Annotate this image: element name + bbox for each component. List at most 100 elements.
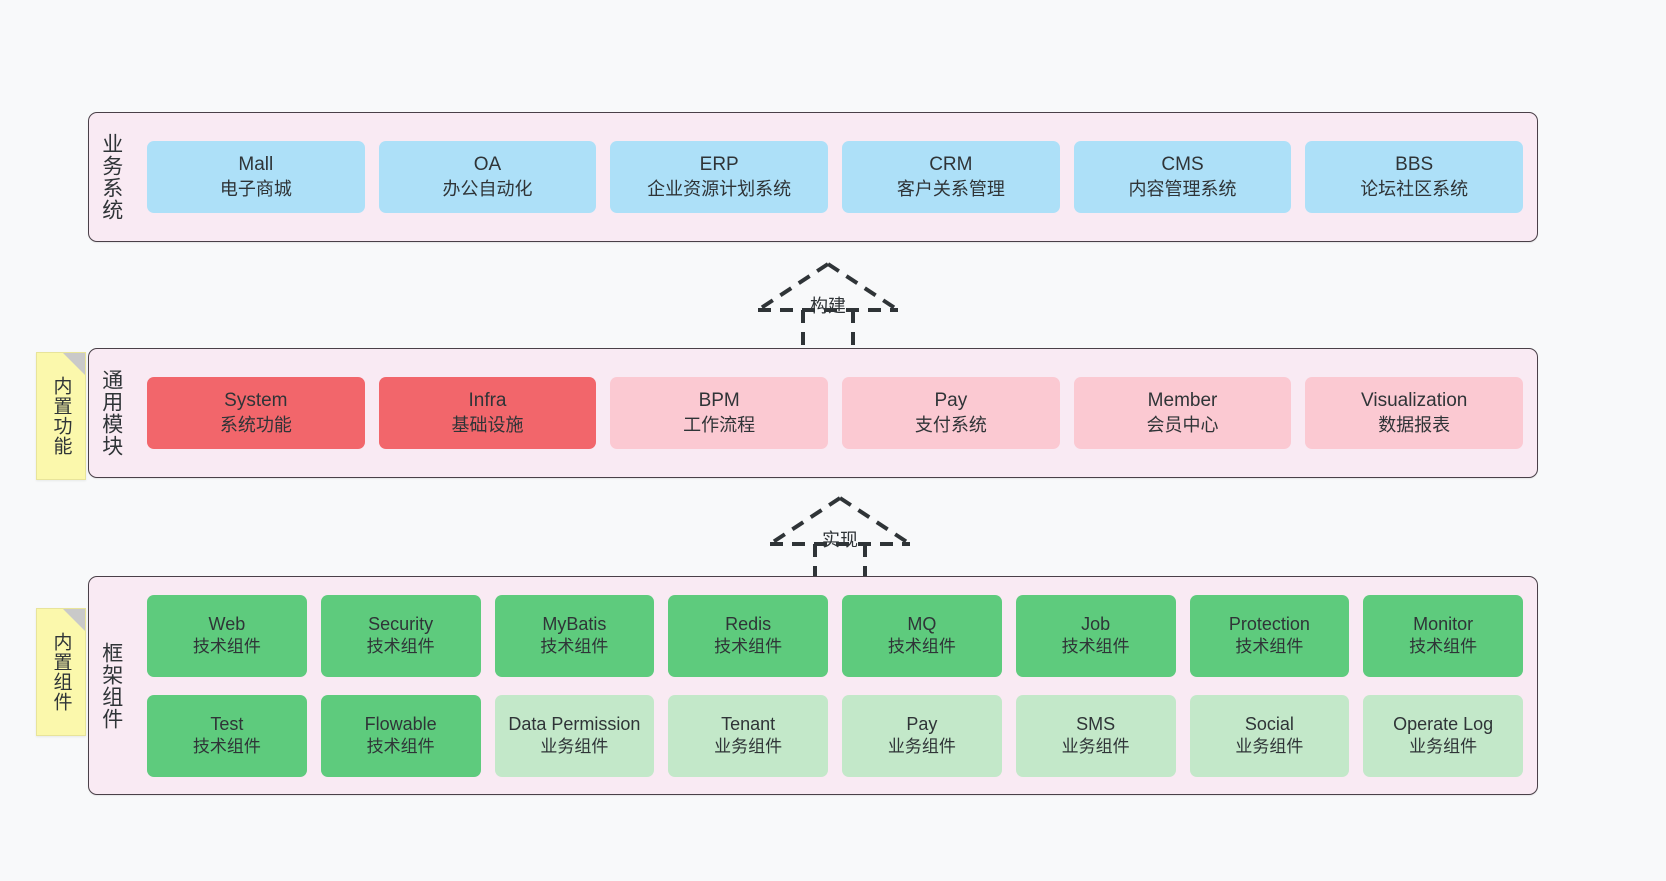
card-subtitle: 内容管理系统: [1128, 178, 1237, 199]
card-subtitle: 业务组件: [1061, 737, 1130, 757]
card-title: Social: [1244, 714, 1294, 735]
card-title: Monitor: [1413, 614, 1474, 635]
component-card-data-permission[interactable]: Data Permission 业务组件: [494, 694, 655, 777]
card-title: Operate Log: [1393, 714, 1494, 735]
card-title: OA: [473, 154, 502, 176]
card-title: BBS: [1395, 154, 1434, 176]
component-card-redis[interactable]: Redis 技术组件: [668, 594, 828, 677]
card-subtitle: 技术组件: [1061, 637, 1130, 657]
module-card-member[interactable]: Member 会员中心: [1073, 377, 1292, 449]
component-card-job[interactable]: Job 技术组件: [1015, 594, 1176, 677]
layer-framework-label: 框架组件: [99, 641, 123, 730]
component-card-operate-log[interactable]: Operate Log 业务组件: [1363, 694, 1523, 777]
card-subtitle: 客户关系管理: [896, 178, 1005, 199]
component-card-web[interactable]: Web 技术组件: [147, 594, 307, 677]
layer-business-body: Mall 电子商城 OA 办公自动化 ERP 企业资源计划系统 CRM 客户关系…: [133, 113, 1537, 241]
card-title: Pay: [906, 714, 938, 735]
connector-build: 构建: [733, 258, 923, 358]
card-title: Tenant: [721, 714, 776, 735]
card-title: Web: [208, 614, 246, 635]
card-subtitle: 技术组件: [366, 737, 435, 757]
card-subtitle: 业务组件: [540, 737, 609, 757]
card-title: Flowable: [364, 714, 437, 735]
card-title: Infra: [468, 390, 507, 412]
layer-framework-body: Web 技术组件 Security 技术组件 MyBatis 技术组件 Redi…: [133, 577, 1537, 794]
card-subtitle: 技术组件: [192, 637, 261, 657]
card-subtitle: 论坛社区系统: [1360, 178, 1469, 199]
card-title: CMS: [1161, 154, 1204, 176]
card-subtitle: 系统功能: [219, 414, 292, 435]
connector-realize: 实现: [745, 492, 935, 592]
card-title: Protection: [1228, 614, 1310, 635]
layer-framework-components[interactable]: 框架组件 Web 技术组件 Security 技术组件 MyBatis 技术组件…: [88, 576, 1538, 795]
framework-biz-row: Test 技术组件 Flowable 技术组件 Data Permission …: [147, 694, 1523, 777]
note-label: 内置功能: [50, 376, 72, 456]
card-subtitle: 支付系统: [914, 414, 987, 435]
generalization-arrow-icon: [768, 496, 912, 591]
layer-business-label: 业务系统: [99, 133, 123, 221]
component-card-security[interactable]: Security 技术组件: [320, 594, 481, 677]
card-title: Security: [368, 614, 434, 635]
component-card-sms[interactable]: SMS 业务组件: [1015, 694, 1176, 777]
card-subtitle: 技术组件: [540, 637, 609, 657]
card-title: BPM: [698, 390, 740, 412]
card-title: Visualization: [1361, 390, 1468, 412]
card-title: SMS: [1076, 714, 1116, 735]
business-card-mall[interactable]: Mall 电子商城: [147, 141, 365, 213]
card-subtitle: 办公自动化: [442, 178, 533, 199]
component-card-social[interactable]: Social 业务组件: [1189, 694, 1350, 777]
card-subtitle: 业务组件: [714, 737, 783, 757]
card-title: Job: [1081, 614, 1111, 635]
business-card-bbs[interactable]: BBS 论坛社区系统: [1305, 141, 1524, 213]
card-subtitle: 技术组件: [714, 637, 783, 657]
card-subtitle: 企业资源计划系统: [647, 178, 792, 199]
connector-realize-label: 实现: [822, 530, 858, 550]
card-subtitle: 技术组件: [1409, 637, 1478, 657]
card-subtitle: 业务组件: [1409, 737, 1478, 757]
module-card-system[interactable]: System 系统功能: [147, 377, 365, 449]
component-card-mq[interactable]: MQ 技术组件: [842, 594, 1002, 677]
card-subtitle: 工作流程: [683, 414, 756, 435]
framework-tech-row: Web 技术组件 Security 技术组件 MyBatis 技术组件 Redi…: [147, 594, 1523, 677]
card-title: CRM: [929, 154, 973, 176]
component-card-monitor[interactable]: Monitor 技术组件: [1363, 594, 1523, 677]
business-card-oa[interactable]: OA 办公自动化: [378, 141, 597, 213]
card-subtitle: 技术组件: [1235, 637, 1304, 657]
card-subtitle: 基础设施: [451, 414, 524, 435]
card-title: Pay: [934, 390, 968, 412]
business-card-crm[interactable]: CRM 客户关系管理: [842, 141, 1060, 213]
card-subtitle: 技术组件: [192, 737, 261, 757]
component-card-pay[interactable]: Pay 业务组件: [842, 694, 1002, 777]
module-card-pay[interactable]: Pay 支付系统: [842, 377, 1060, 449]
business-card-erp[interactable]: ERP 企业资源计划系统: [610, 141, 829, 213]
component-card-flowable[interactable]: Flowable 技术组件: [320, 694, 481, 777]
card-subtitle: 会员中心: [1146, 414, 1219, 435]
card-title: Data Permission: [508, 714, 641, 735]
component-card-protection[interactable]: Protection 技术组件: [1189, 594, 1350, 677]
component-card-tenant[interactable]: Tenant 业务组件: [668, 694, 828, 777]
connector-build-label: 构建: [810, 296, 846, 316]
note-fold-icon: [63, 353, 85, 375]
note-builtin-components: 内置组件: [36, 608, 86, 736]
business-card-cms[interactable]: CMS 内容管理系统: [1073, 141, 1292, 213]
module-card-infra[interactable]: Infra 基础设施: [378, 377, 597, 449]
module-card-bpm[interactable]: BPM 工作流程: [610, 377, 829, 449]
component-card-test[interactable]: Test 技术组件: [147, 694, 307, 777]
card-title: Test: [210, 714, 244, 735]
card-subtitle: 业务组件: [1235, 737, 1304, 757]
note-label: 内置组件: [50, 632, 72, 712]
modules-row: System 系统功能 Infra 基础设施 BPM 工作流程 Pay 支付系统…: [147, 377, 1524, 449]
card-title: MyBatis: [542, 614, 607, 635]
card-subtitle: 业务组件: [887, 737, 956, 757]
module-card-visualization[interactable]: Visualization 数据报表: [1305, 377, 1524, 449]
card-title: System: [224, 390, 288, 412]
card-subtitle: 数据报表: [1378, 414, 1451, 435]
card-subtitle: 技术组件: [366, 637, 435, 657]
card-title: Mall: [238, 154, 274, 176]
card-title: ERP: [699, 154, 739, 176]
card-title: Member: [1147, 390, 1218, 412]
layer-common-modules[interactable]: 通用模块 System 系统功能 Infra 基础设施 BPM 工作流程 Pay…: [88, 348, 1538, 478]
card-subtitle: 技术组件: [887, 637, 956, 657]
layer-business-systems[interactable]: 业务系统 Mall 电子商城 OA 办公自动化 ERP 企业资源计划系统 CRM…: [88, 112, 1538, 242]
component-card-mybatis[interactable]: MyBatis 技术组件: [494, 594, 655, 677]
